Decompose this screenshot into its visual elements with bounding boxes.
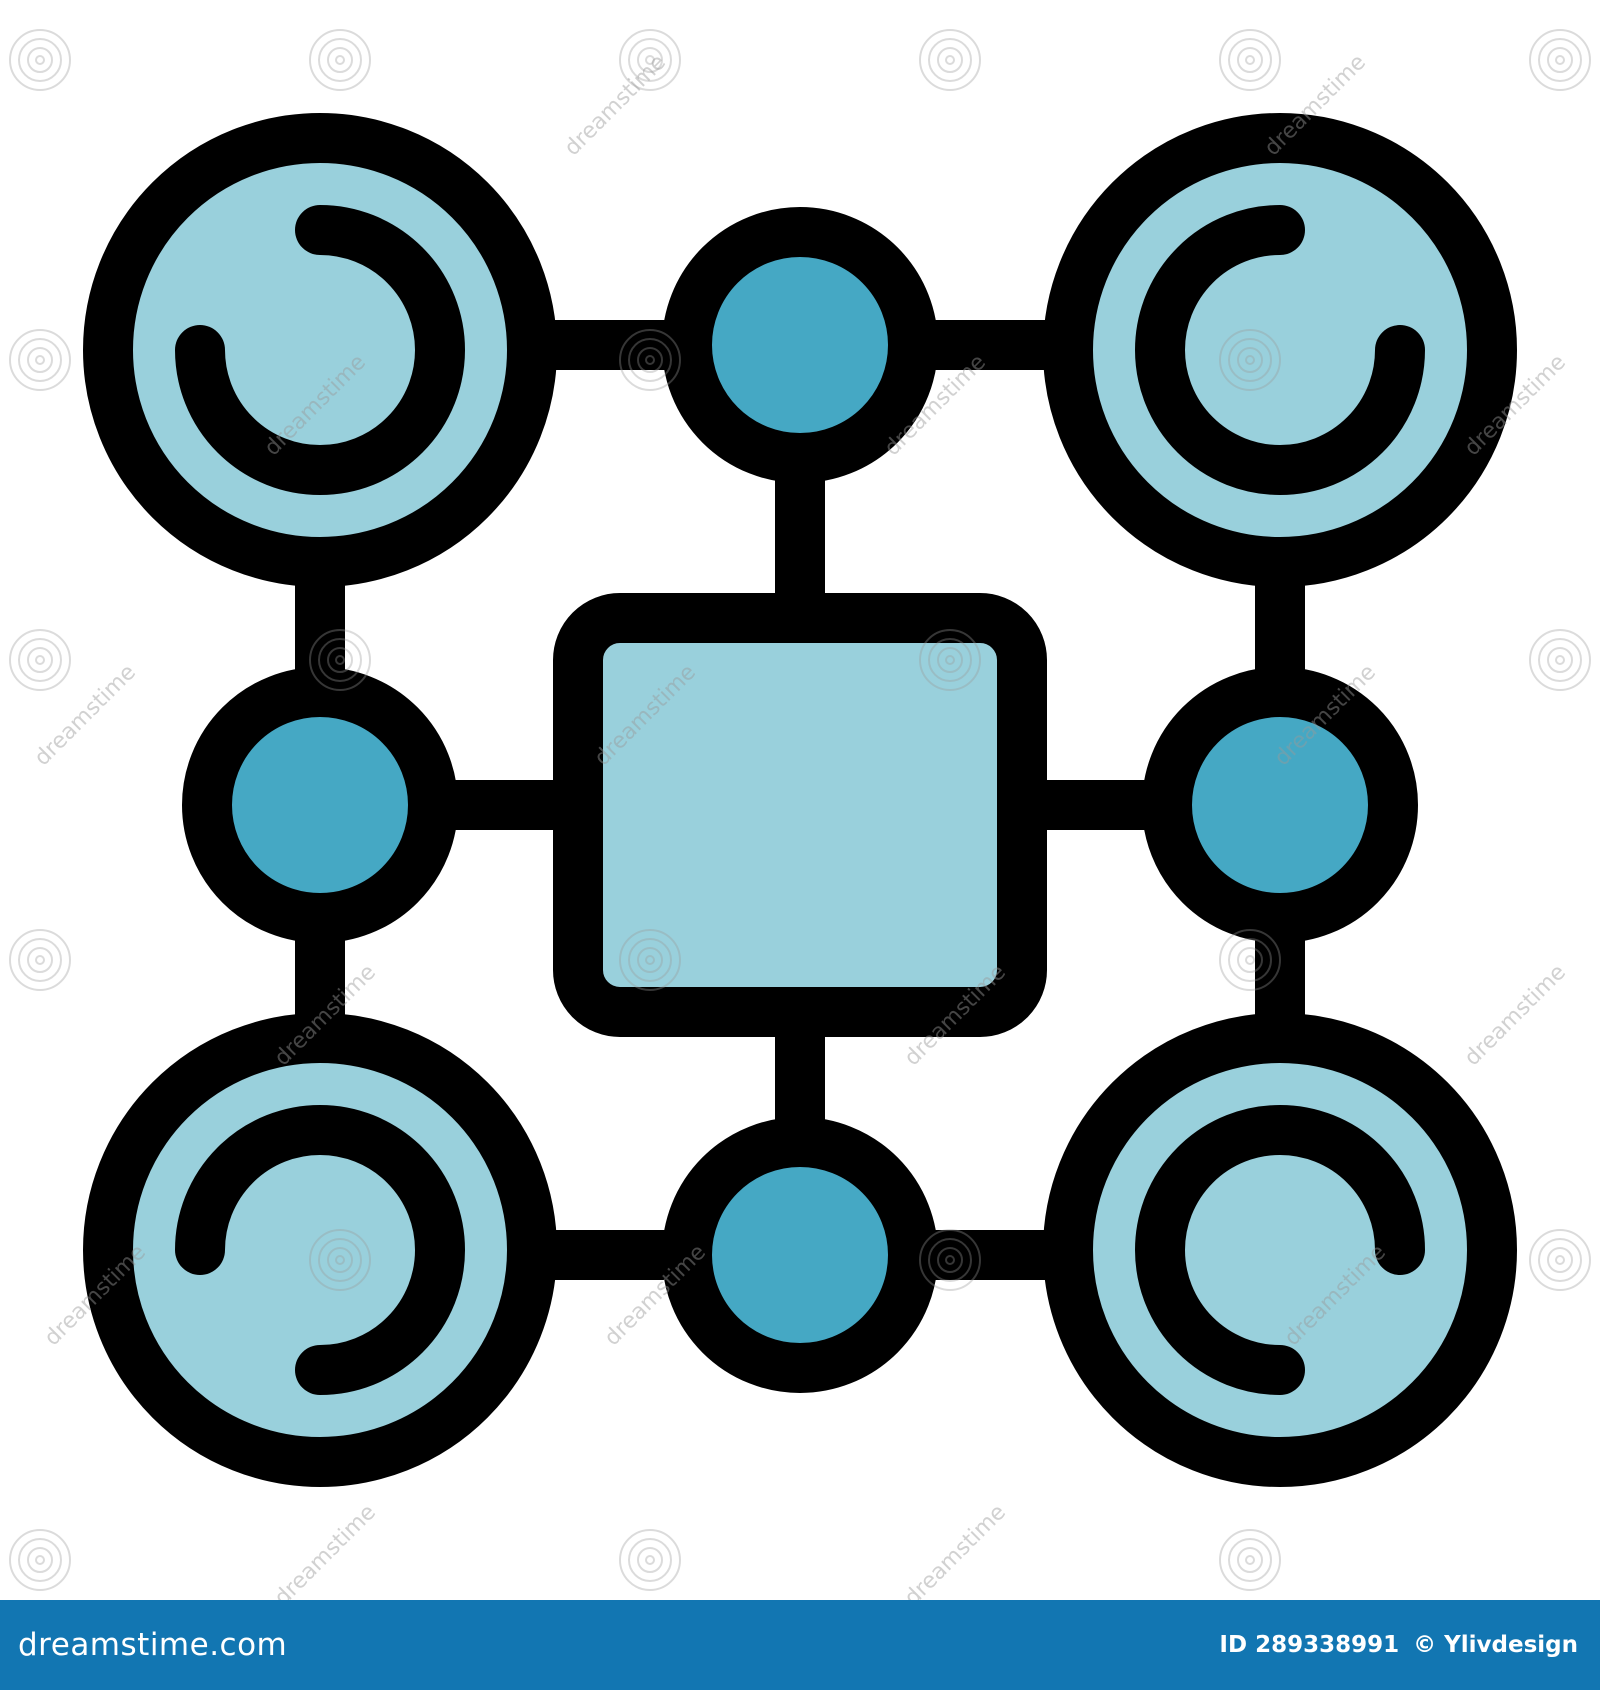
footer-logo: dreamstime.com (18, 1627, 288, 1663)
arc-bottom-right (1135, 1105, 1425, 1395)
corner-circle-bottom-left (83, 1013, 557, 1487)
corner-circle-top-right (1043, 113, 1517, 587)
footer-bar: dreamstime.com ID 289338991 © Ylivdesign (0, 1600, 1600, 1690)
footer-meta: ID 289338991 © Ylivdesign (1219, 1632, 1578, 1658)
author-credit: © Ylivdesign (1413, 1632, 1578, 1658)
arc-bottom-left (175, 1105, 465, 1395)
node-left (182, 667, 458, 943)
node-right (1142, 667, 1418, 943)
image-id-label: ID 289338991 (1219, 1632, 1400, 1658)
arc-top-right (1135, 205, 1425, 495)
corner-circle-top-left (83, 113, 557, 587)
node-bottom (662, 1117, 938, 1393)
center-square (553, 593, 1047, 1037)
node-top (662, 207, 938, 483)
arc-top-left (175, 205, 465, 495)
connector-lines (295, 320, 1305, 1280)
network-diagram-icon (83, 113, 1517, 1487)
corner-circle-bottom-right (1043, 1013, 1517, 1487)
